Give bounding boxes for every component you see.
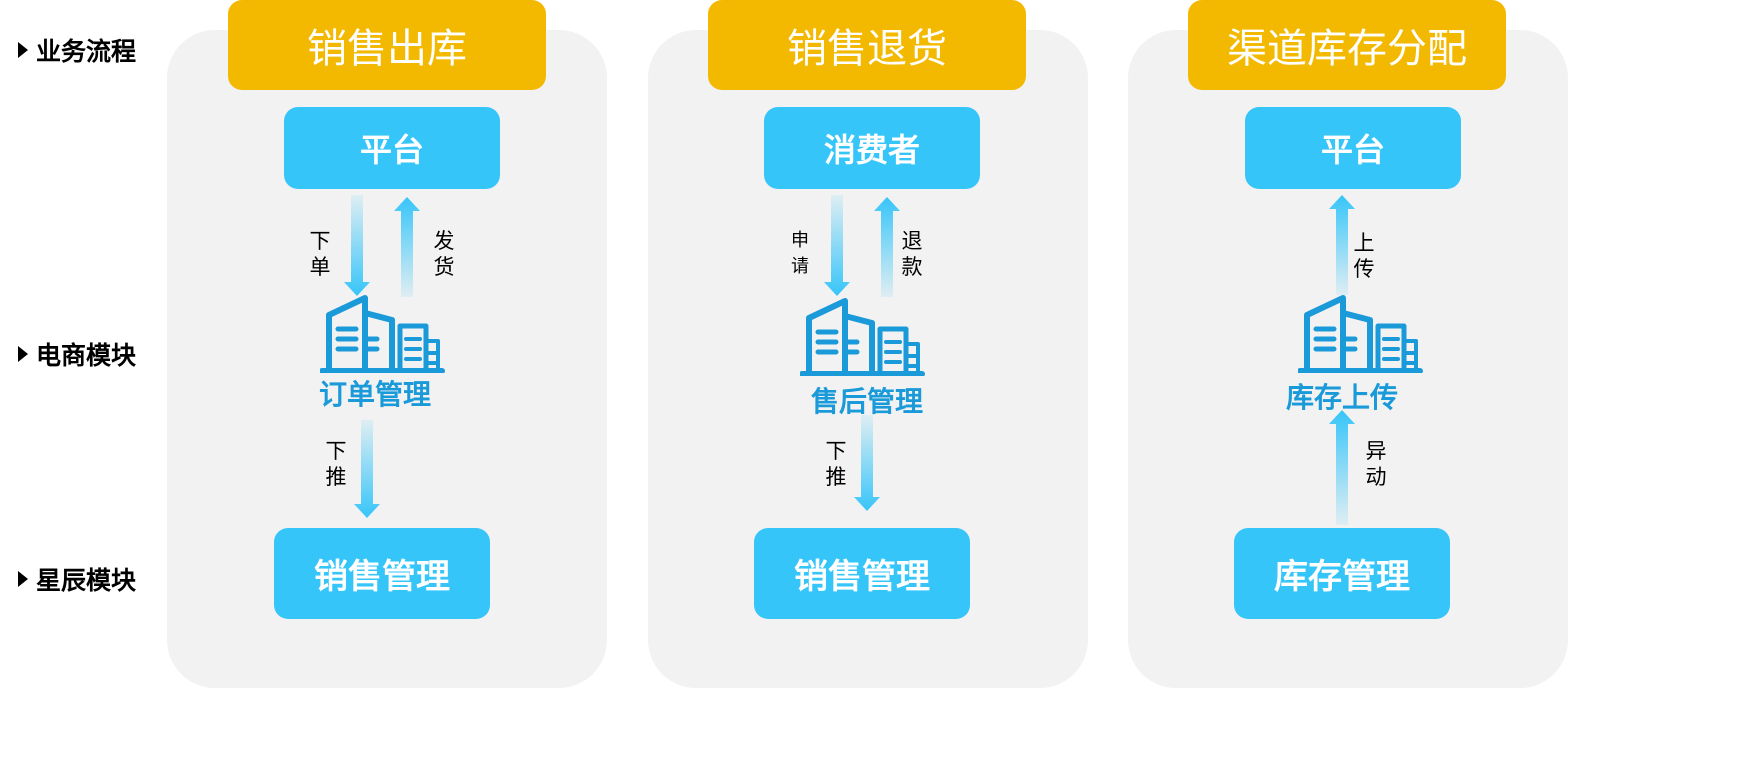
row-label-text: 电商模块 — [36, 341, 137, 370]
triangle-icon — [18, 571, 28, 587]
arrow-up-icon — [394, 197, 420, 297]
flow-label: 下推 — [825, 439, 847, 489]
top-node: 平台 — [1245, 107, 1461, 189]
arrow-down-icon — [854, 415, 880, 511]
flow-label: 申请 — [791, 230, 809, 277]
arrow-down-icon — [354, 420, 380, 518]
triangle-icon — [18, 346, 28, 362]
bottom-node: 销售管理 — [754, 528, 970, 619]
building-icon — [1297, 293, 1424, 374]
flow-label: 发货 — [433, 229, 455, 279]
row-label-business-flow: 业务流程 — [18, 32, 136, 68]
arrow-up-icon — [1329, 195, 1355, 295]
flow-label: 上传 — [1353, 231, 1375, 281]
row-label-text: 业务流程 — [36, 37, 137, 66]
module-label: 售后管理 — [810, 385, 923, 418]
flow-label: 下单 — [309, 229, 331, 279]
top-node: 消费者 — [764, 107, 980, 189]
row-label-xingchen: 星辰模块 — [18, 561, 136, 597]
arrow-up-icon — [874, 197, 900, 297]
flow-label: 退款 — [901, 229, 923, 279]
flow-label: 下推 — [325, 439, 347, 489]
module-label: 订单管理 — [318, 378, 431, 411]
row-label-text: 星辰模块 — [36, 566, 137, 595]
column-title: 销售退货 — [708, 0, 1026, 90]
building-icon — [319, 293, 446, 374]
column-title: 销售出库 — [228, 0, 546, 90]
arrow-up-icon — [1329, 410, 1355, 525]
bottom-node: 销售管理 — [274, 528, 490, 619]
arrow-down-icon — [824, 195, 850, 296]
row-label-ecommerce: 电商模块 — [18, 336, 136, 372]
top-node: 平台 — [284, 107, 500, 189]
arrow-down-icon — [344, 195, 370, 296]
building-icon — [799, 296, 926, 377]
triangle-icon — [18, 42, 28, 58]
column-title: 渠道库存分配 — [1188, 0, 1506, 90]
module-label: 库存上传 — [1285, 381, 1398, 414]
bottom-node: 库存管理 — [1234, 528, 1450, 619]
flow-label: 异动 — [1365, 439, 1387, 489]
